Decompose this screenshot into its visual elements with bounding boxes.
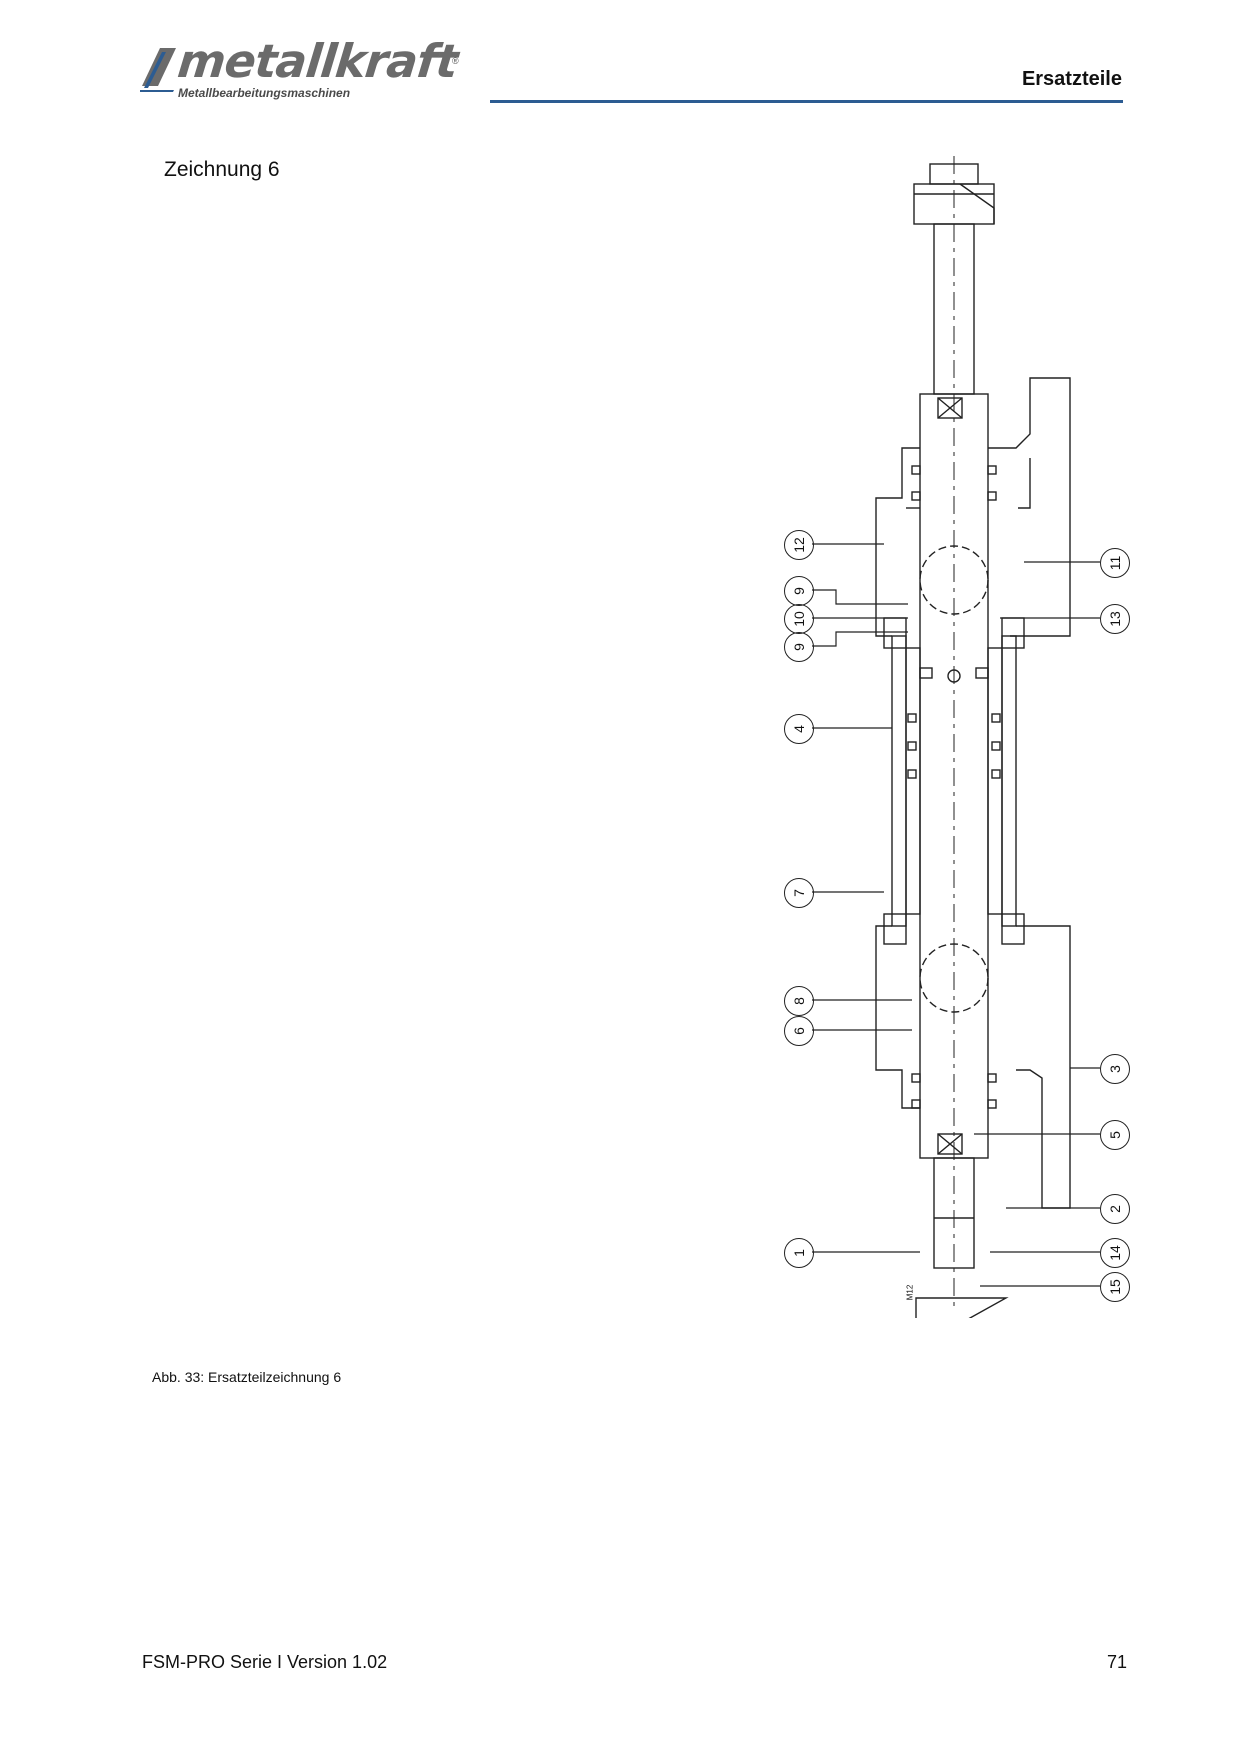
logo-subtitle: Metallbearbeitungsmaschinen [178,86,351,100]
spare-parts-drawing: 12 9 10 9 4 7 8 6 1 11 13 3 5 2 14 15 M1… [780,148,1130,1387]
callout-8: 8 [784,986,814,1016]
callout-5: 5 [1100,1120,1130,1150]
callout-3: 3 [1100,1054,1130,1084]
callout-9-lower: 9 [784,632,814,662]
callout-4: 4 [784,714,814,744]
callout-11: 11 [1100,548,1130,578]
figure-caption: Abb. 33: Ersatzteilzeichnung 6 [152,1369,342,1385]
callout-2: 2 [1100,1194,1130,1224]
callout-12: 12 [784,530,814,560]
logo-wordmark: metallkraft [175,34,460,88]
thread-label: M12 [905,1284,915,1301]
callout-10: 10 [784,604,814,634]
logo-mark-icon [140,48,176,92]
page-header-title: Ersatzteile [1021,68,1122,90]
footer-page-number: 71 [1106,1652,1127,1672]
footer-document-title: FSM-PRO Serie I Version 1.02 [142,1652,388,1672]
logo-registered-mark: ® [452,56,459,66]
callout-15: 15 [1100,1272,1130,1302]
brand-logo: metallkraft ® Metallbearbeitungsmaschine… [140,34,470,106]
callout-1: 1 [784,1238,814,1268]
callout-13: 13 [1100,604,1130,634]
callout-leaders [812,543,1100,1287]
callout-6: 6 [784,1016,814,1046]
callout-7: 7 [784,878,814,908]
header-divider [490,100,1123,103]
section-title: Zeichnung 6 [164,158,280,181]
callout-9-upper: 9 [784,576,814,606]
callout-14: 14 [1100,1238,1130,1268]
